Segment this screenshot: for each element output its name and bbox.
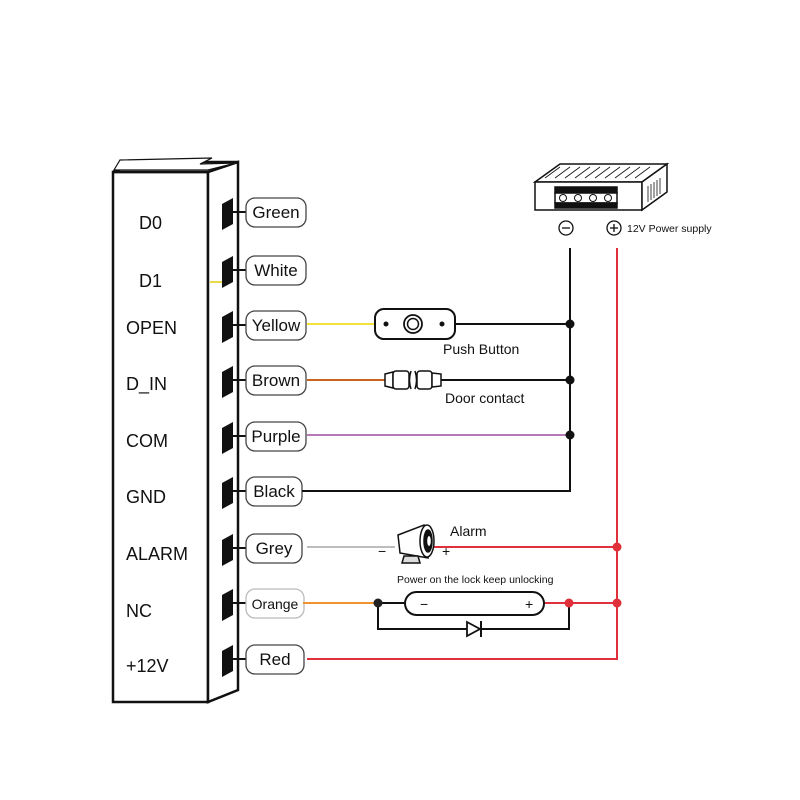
pin-label-alarm: ALARM bbox=[126, 544, 188, 564]
wire-label-box bbox=[245, 644, 305, 675]
wire-label-purple: Purple bbox=[251, 427, 300, 446]
pin-label-gnd: GND bbox=[126, 487, 166, 507]
wire-black-gnd bbox=[302, 248, 571, 492]
junction-dot bbox=[373, 598, 383, 608]
alarm-plus-symbol: + bbox=[442, 543, 450, 559]
lock-minus-symbol: − bbox=[420, 596, 428, 612]
door-contact-icon bbox=[384, 370, 442, 390]
wire-red-12v bbox=[307, 248, 618, 660]
junction-dot bbox=[612, 542, 622, 552]
pin-label-com: COM bbox=[126, 431, 168, 451]
push-button-icon bbox=[374, 308, 456, 340]
pin-terminal-block bbox=[222, 534, 233, 566]
pin-terminal-block bbox=[222, 589, 233, 621]
pin-terminal-block bbox=[222, 311, 233, 343]
wire-label-box bbox=[245, 197, 307, 228]
power-negative-terminal-icon bbox=[558, 220, 574, 236]
lock-caption: Power on the lock keep unlocking bbox=[397, 574, 554, 586]
pin-label-open: OPEN bbox=[126, 318, 177, 338]
wire-label-black: Black bbox=[253, 482, 295, 501]
alarm-siren-icon bbox=[397, 523, 435, 564]
junction-dot bbox=[564, 598, 574, 608]
wire-label-box bbox=[245, 533, 303, 564]
wire-label-yellow: Yellow bbox=[252, 316, 301, 335]
wire-label-red: Red bbox=[259, 650, 290, 669]
wire-label-green: Green bbox=[252, 203, 299, 222]
wire-label-box bbox=[245, 365, 307, 396]
pin-label-d0: D0 bbox=[139, 213, 162, 233]
junction-dot bbox=[565, 375, 575, 385]
power-supply-icon bbox=[532, 162, 670, 212]
wire-label-box bbox=[245, 310, 307, 341]
junction-dot bbox=[612, 598, 622, 608]
pin-label-12v: +12V bbox=[126, 656, 169, 676]
pin-terminal-block bbox=[222, 366, 233, 398]
pin-label-d1: D1 bbox=[139, 271, 162, 291]
alarm-label: Alarm bbox=[450, 523, 487, 539]
pin-terminal-block bbox=[222, 256, 233, 288]
push-button-label: Push Button bbox=[443, 341, 519, 357]
door-contact-label: Door contact bbox=[445, 390, 524, 406]
lock-plus-symbol: + bbox=[525, 596, 533, 612]
wire-label-grey: Grey bbox=[256, 539, 293, 558]
electric-lock-icon bbox=[404, 591, 545, 616]
power-supply-label: 12V Power supply bbox=[627, 223, 712, 235]
controller-body bbox=[111, 157, 240, 704]
wire-label-orange: Orange bbox=[252, 596, 299, 612]
pin-terminal-block bbox=[222, 645, 233, 677]
junction-dot bbox=[565, 319, 575, 329]
wire-label-brown: Brown bbox=[252, 371, 300, 390]
pin-terminal-block bbox=[222, 422, 233, 454]
pin-label-nc: NC bbox=[126, 601, 152, 621]
wire-label-box bbox=[245, 255, 307, 286]
pin-label-d-in: D_IN bbox=[126, 374, 167, 395]
pin-terminal-block bbox=[222, 198, 233, 230]
alarm-minus-symbol: − bbox=[378, 543, 386, 559]
wire-label-box bbox=[245, 421, 307, 452]
power-positive-terminal-icon bbox=[606, 220, 622, 236]
pin-terminal-block bbox=[222, 477, 233, 509]
wire-label-white: White bbox=[254, 261, 297, 280]
junction-dot bbox=[565, 430, 575, 440]
diode-icon bbox=[466, 620, 482, 638]
